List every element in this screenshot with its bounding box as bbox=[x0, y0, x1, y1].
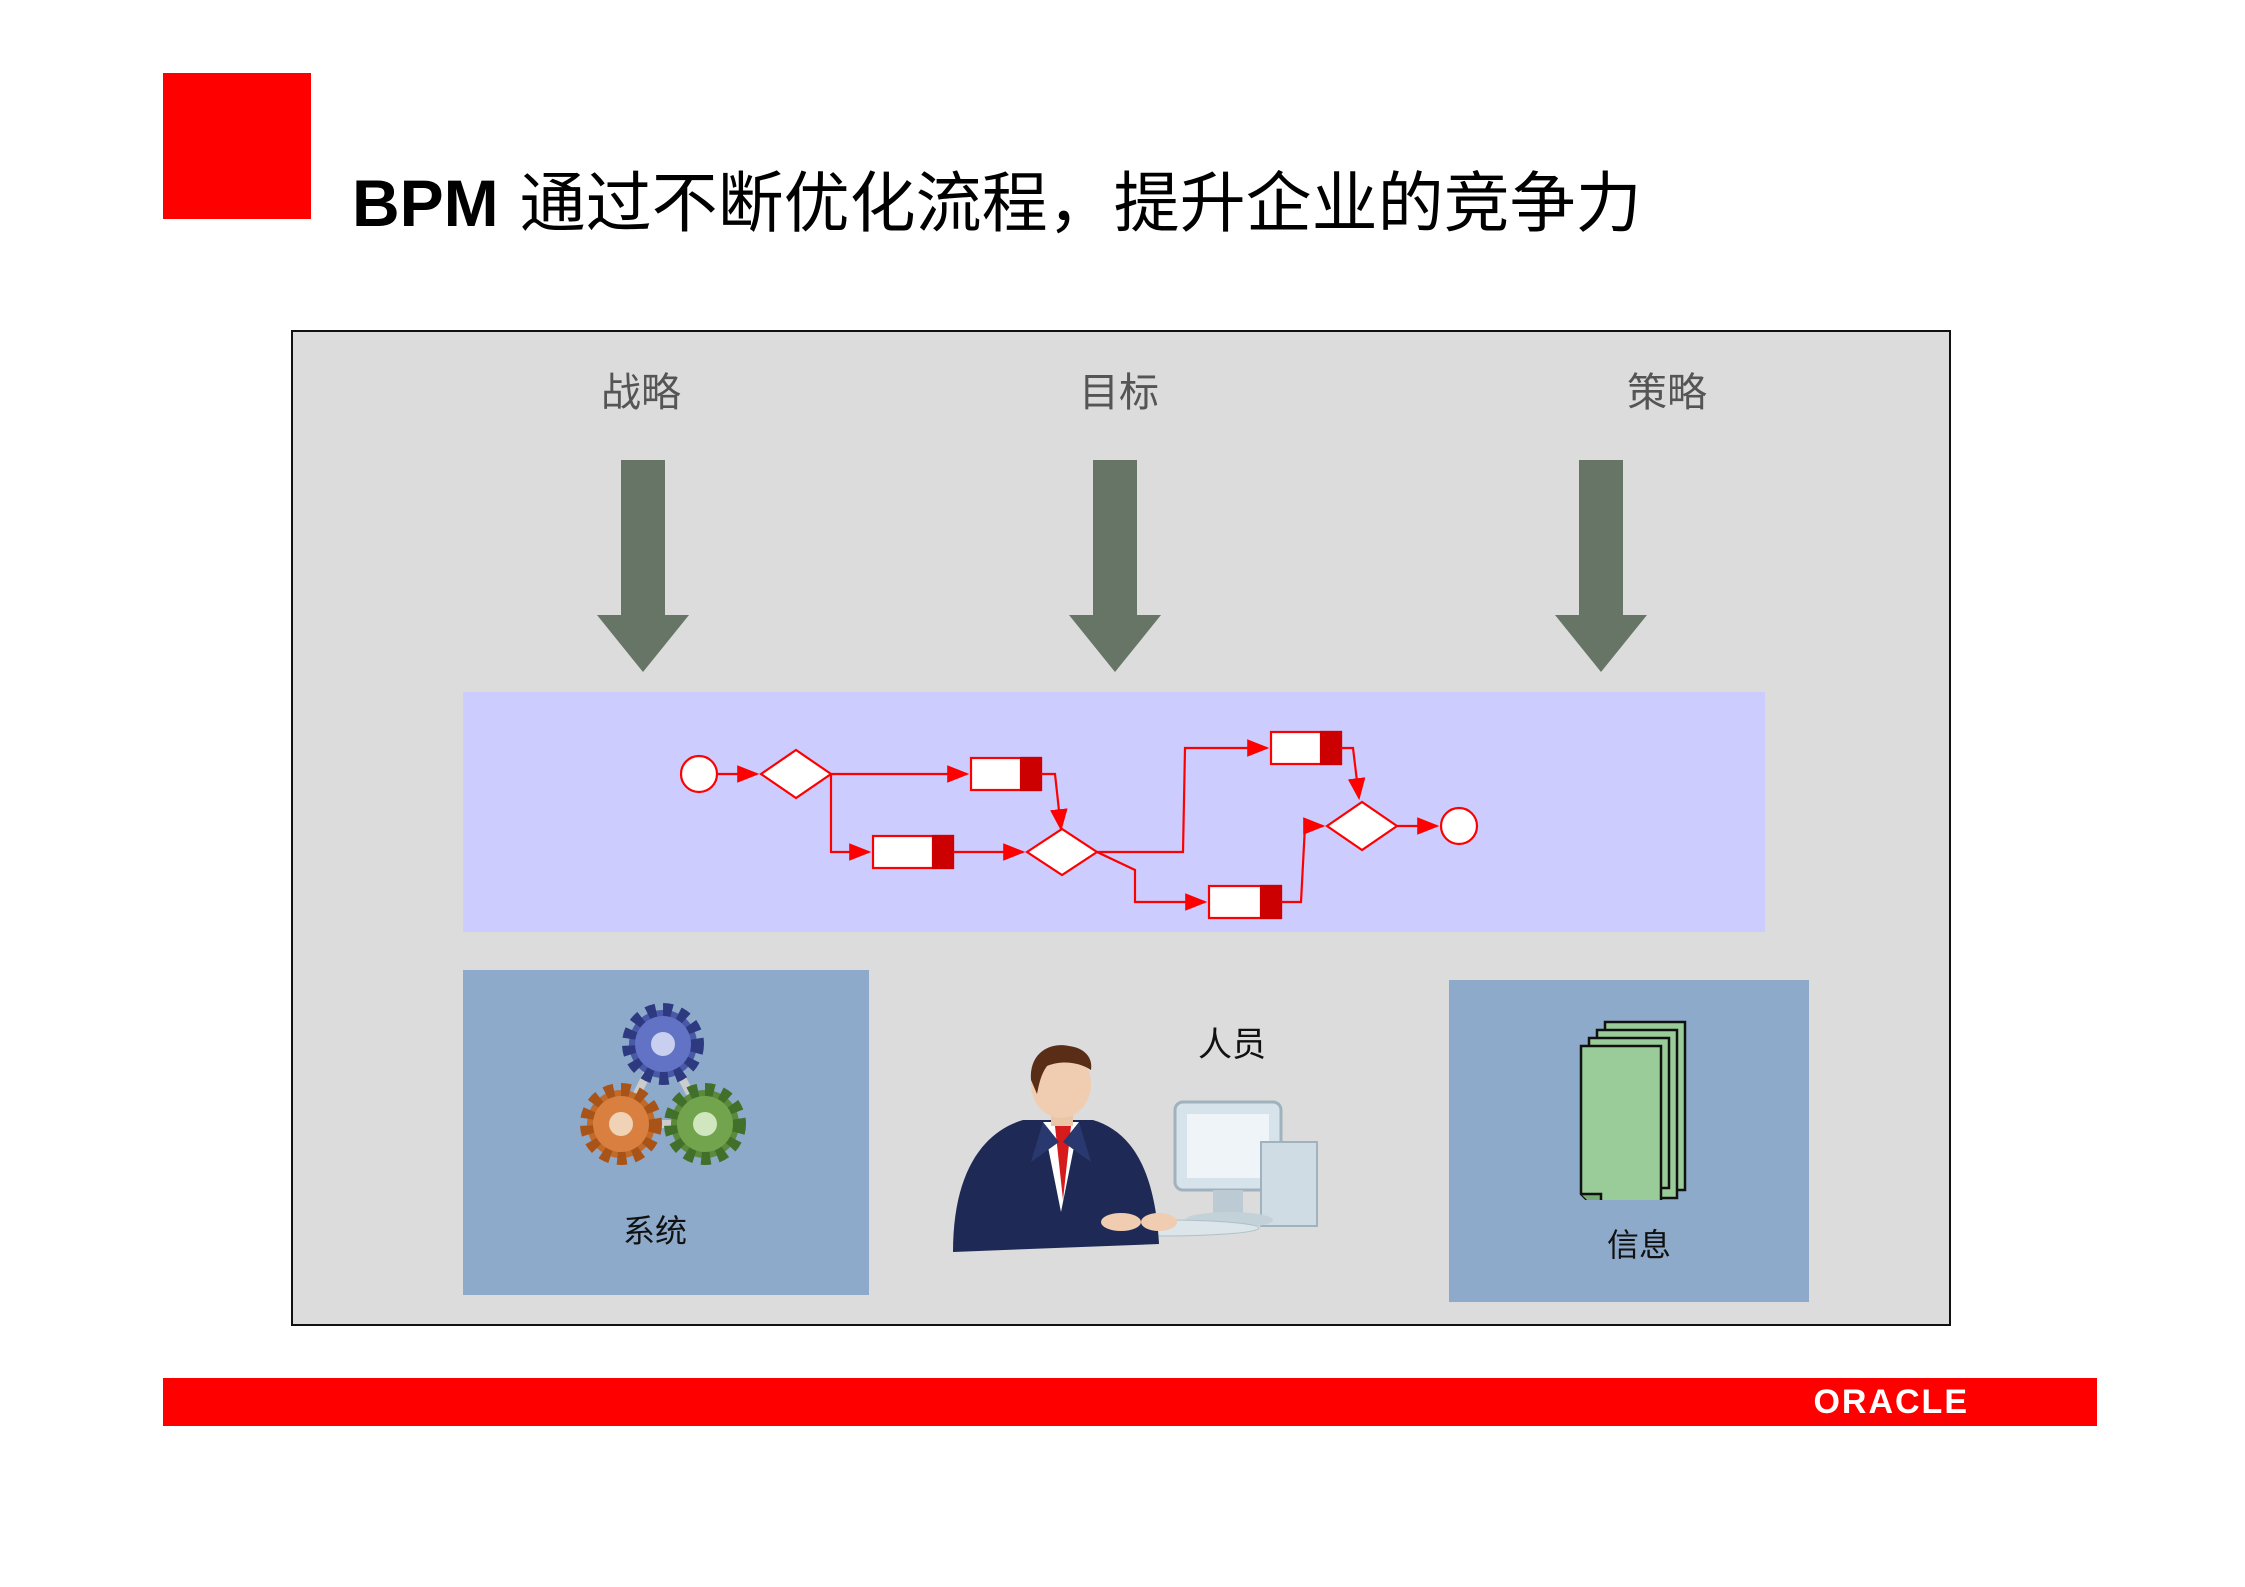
strategy-down-arrow bbox=[597, 460, 689, 672]
end-event bbox=[1439, 806, 1479, 846]
process-band: 流程 bbox=[463, 692, 1765, 1255]
goal-down-arrow bbox=[1069, 460, 1161, 672]
accent-square bbox=[163, 73, 311, 219]
documents-icon bbox=[1579, 1020, 1687, 1200]
oracle-logo: ORACLE bbox=[1813, 1383, 1969, 1421]
people-label: 人员 bbox=[1198, 1025, 1266, 1065]
gateway-join bbox=[1325, 800, 1399, 852]
information-box: 信息 bbox=[1449, 980, 1809, 1302]
system-box: 系统 bbox=[463, 970, 869, 1295]
person-at-computer-icon bbox=[953, 1045, 1318, 1252]
start-event bbox=[679, 754, 719, 794]
driver-label-tactics: 策略 bbox=[1627, 370, 1707, 416]
driver-label-strategy: 战略 bbox=[601, 370, 681, 416]
process-flow-diagram bbox=[679, 730, 1479, 920]
title-text: 通过不断优化流程，提升企业的竞争力 bbox=[498, 165, 1642, 242]
information-label: 信息 bbox=[1607, 1226, 1672, 1264]
gateway-merge-split bbox=[1024, 827, 1100, 877]
footer-bar: ORACLE bbox=[163, 1378, 2097, 1426]
system-label: 系统 bbox=[623, 1212, 688, 1250]
driver-label-goal: 目标 bbox=[1079, 370, 1159, 416]
gears-icon bbox=[580, 1003, 746, 1165]
gateway-split bbox=[759, 748, 833, 800]
title-prefix: BPM bbox=[352, 166, 499, 240]
page-title: BPM 通过不断优化流程，提升企业的竞争力 bbox=[352, 158, 1642, 248]
bpm-diagram: 战略 目标 策略 bbox=[291, 330, 1951, 1326]
tactics-down-arrow bbox=[1555, 460, 1647, 672]
